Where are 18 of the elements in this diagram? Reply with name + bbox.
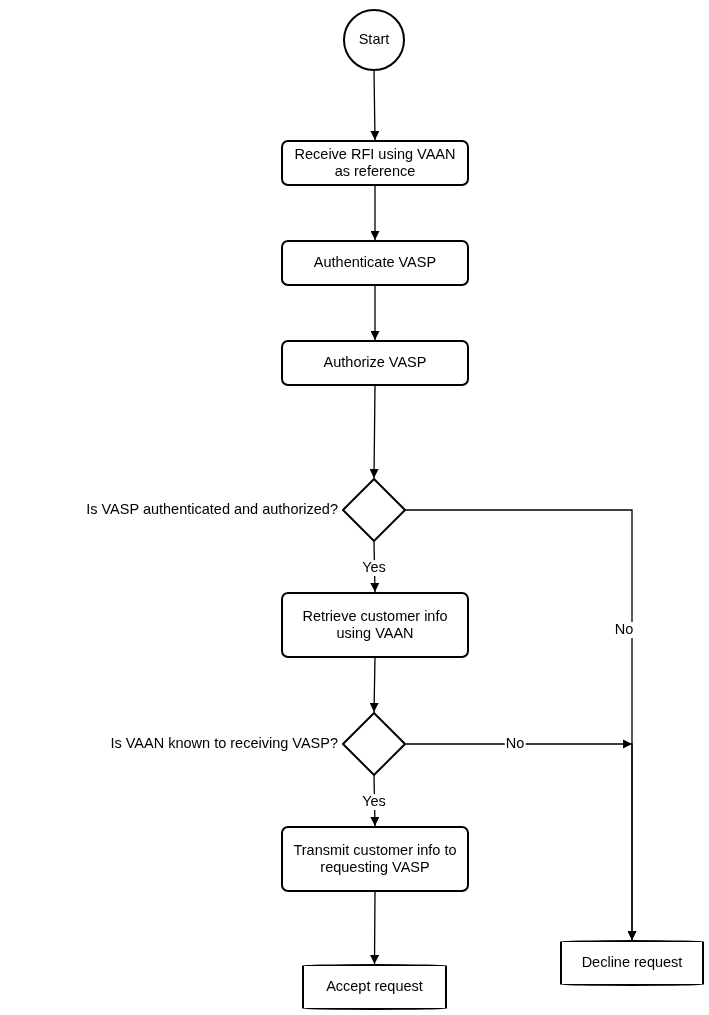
edge-label: Yes <box>361 560 387 576</box>
arrow <box>369 385 379 479</box>
arrow <box>370 70 380 141</box>
process-box: Receive RFI using VAAN as reference <box>281 140 469 186</box>
process-box: Transmit customer info to requesting VASP <box>281 826 469 892</box>
arrow <box>370 285 380 341</box>
arrow <box>370 185 380 241</box>
edge-label: Yes <box>361 794 387 810</box>
start-circle: Start <box>343 9 405 71</box>
arrow <box>405 743 637 941</box>
arrow <box>369 657 379 713</box>
process-box: Retrieve customer info using VAAN <box>281 592 469 658</box>
decision-question: Is VASP authenticated and authorized? <box>86 501 338 517</box>
process-box: Authenticate VASP <box>281 240 469 286</box>
decision-question: Is VAAN known to receiving VASP? <box>110 735 338 751</box>
process-box: Authorize VASP <box>281 340 469 386</box>
edge-label: No <box>613 622 635 638</box>
arrow <box>370 891 380 965</box>
